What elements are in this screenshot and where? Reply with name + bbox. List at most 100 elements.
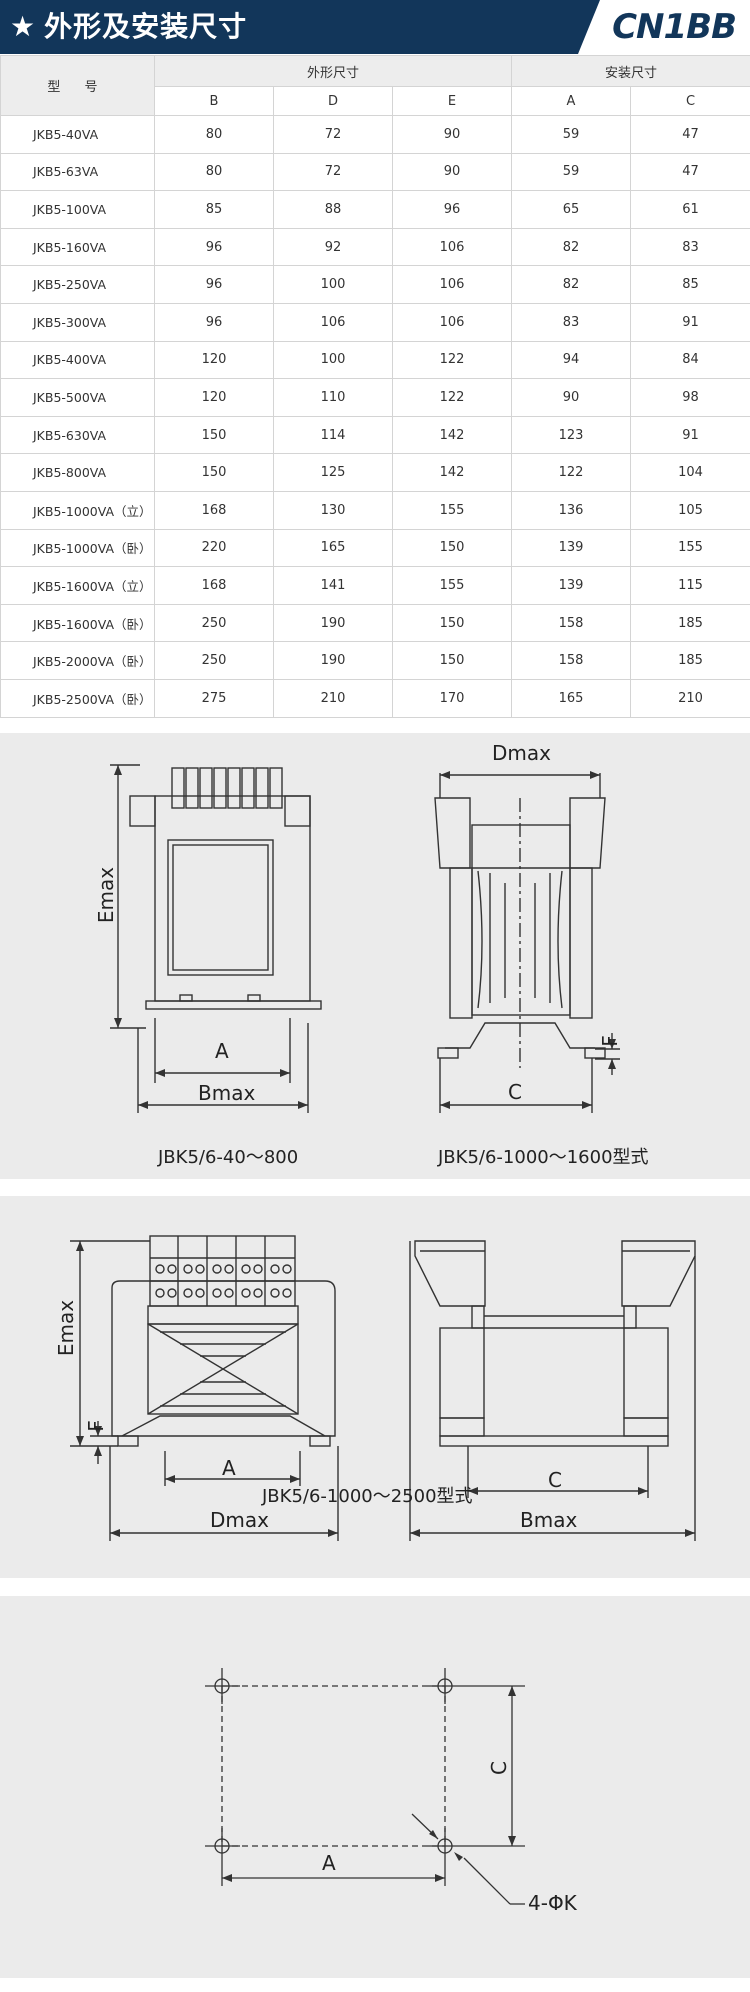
model-cell: JKB5-160VA	[0, 227, 155, 267]
model-cell: JKB5-1000VA（立）	[0, 490, 155, 530]
panel2-bmax-label: Bmax	[520, 1508, 578, 1532]
diagram-panel-2: Emax F A Dmax JBK5/6-1000～2500型式 C Bmax	[0, 1196, 750, 1578]
value-cell: 90	[511, 378, 631, 417]
model-cell: JKB5-2000VA（卧）	[0, 641, 155, 680]
column-header-b: B	[154, 86, 274, 116]
section-title-text: 外形及安装尺寸	[44, 10, 248, 43]
value-cell: 123	[511, 415, 631, 455]
value-cell: 150	[392, 603, 512, 643]
value-cell: 168	[154, 566, 274, 605]
value-cell: 250	[154, 603, 274, 643]
value-cell: 122	[392, 378, 512, 417]
value-cell: 120	[154, 340, 274, 380]
panel2-a-label: A	[222, 1456, 236, 1480]
value-cell: 47	[629, 115, 750, 154]
column-header-a: A	[511, 86, 631, 116]
panel2-c-label: C	[548, 1468, 562, 1492]
value-cell: 100	[273, 340, 393, 380]
value-cell: 100	[273, 265, 393, 304]
value-cell: 65	[511, 190, 631, 229]
value-cell: 96	[154, 227, 274, 267]
value-cell: 61	[629, 190, 750, 229]
model-cell: JKB5-1600VA（立）	[0, 566, 155, 605]
value-cell: 155	[629, 528, 750, 568]
value-cell: 96	[154, 265, 274, 304]
model-cell: JKB5-63VA	[0, 152, 155, 192]
value-cell: 106	[392, 265, 512, 304]
value-cell: 155	[392, 566, 512, 605]
value-cell: 210	[629, 678, 750, 718]
value-cell: 190	[273, 641, 393, 680]
value-cell: 83	[629, 227, 750, 267]
panel3-c-label: C	[486, 1761, 511, 1775]
value-cell: 91	[629, 415, 750, 455]
value-cell: 90	[392, 115, 512, 154]
value-cell: 210	[273, 678, 393, 718]
left-a-label: A	[215, 1039, 229, 1063]
model-cell: JKB5-300VA	[0, 302, 155, 342]
value-cell: 122	[511, 453, 631, 492]
value-cell: 165	[511, 678, 631, 718]
value-cell: 85	[154, 190, 274, 229]
model-cell: JKB5-250VA	[0, 265, 155, 304]
panel3-a-label: A	[322, 1851, 336, 1875]
value-cell: 94	[511, 340, 631, 380]
column-header-e: E	[392, 86, 512, 116]
section-title: ★外形及安装尺寸	[10, 7, 247, 47]
value-cell: 106	[392, 227, 512, 267]
value-cell: 170	[392, 678, 512, 718]
star-icon: ★	[10, 10, 37, 43]
value-cell: 98	[629, 378, 750, 417]
model-cell: JKB5-100VA	[0, 190, 155, 229]
value-cell: 142	[392, 453, 512, 492]
right-dmax-label: Dmax	[492, 741, 551, 765]
value-cell: 82	[511, 265, 631, 304]
panel2-dmax-label: Dmax	[210, 1508, 269, 1532]
value-cell: 150	[392, 528, 512, 568]
value-cell: 110	[273, 378, 393, 417]
value-cell: 141	[273, 566, 393, 605]
diagram-panel-3: C A 4-ΦK	[0, 1596, 750, 1978]
value-cell: 158	[511, 603, 631, 643]
value-cell: 125	[273, 453, 393, 492]
header-band	[0, 0, 600, 54]
value-cell: 80	[154, 152, 274, 192]
outline-group-header: 外形尺寸	[154, 55, 512, 87]
value-cell: 150	[154, 453, 274, 492]
mounting-hole-drawing	[205, 1668, 525, 1905]
value-cell: 96	[154, 302, 274, 342]
right-caption: JBK5/6-1000～1600型式	[438, 1147, 649, 1168]
value-cell: 150	[392, 641, 512, 680]
panel3-hole-label: 4-ΦK	[528, 1891, 577, 1915]
value-cell: 275	[154, 678, 274, 718]
model-cell: JKB5-40VA	[0, 115, 155, 154]
model-cell: JKB5-400VA	[0, 340, 155, 380]
value-cell: 185	[629, 641, 750, 680]
outline-drawing-2	[70, 1235, 696, 1541]
model-cell: JKB5-500VA	[0, 378, 155, 417]
left-emax-label: Emax	[94, 866, 119, 924]
value-cell: 92	[273, 227, 393, 267]
section-header: ★外形及安装尺寸 CN1BB	[0, 0, 750, 54]
outline-drawing-1	[110, 764, 620, 1113]
value-cell: 115	[629, 566, 750, 605]
value-cell: 150	[154, 415, 274, 455]
value-cell: 80	[154, 115, 274, 154]
panel2-caption: JBK5/6-1000～2500型式	[262, 1486, 473, 1507]
value-cell: 136	[511, 490, 631, 530]
panel2-f-label: F	[83, 1420, 108, 1432]
